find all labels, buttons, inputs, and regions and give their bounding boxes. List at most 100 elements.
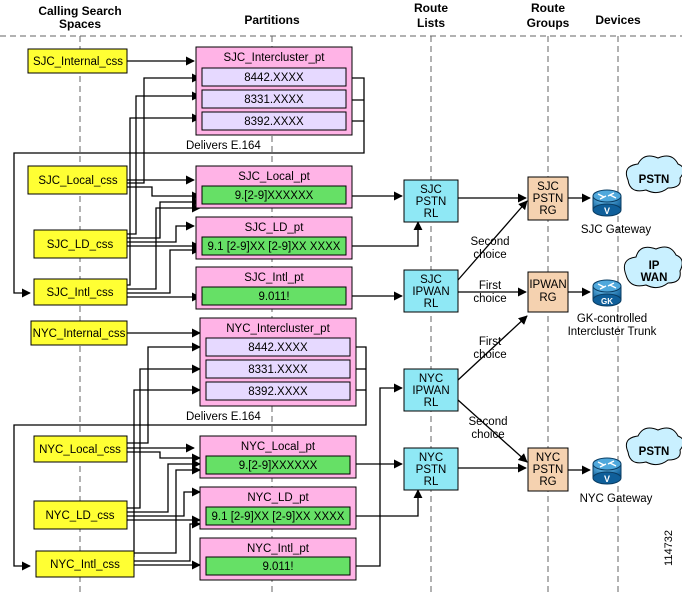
css-labels: SJC_Internal_css SJC_Local_css SJC_LD_cs…: [33, 56, 126, 571]
rg-sjc-2: PSTN: [533, 193, 564, 205]
header-css-line1: Calling Search: [38, 4, 121, 18]
pattern-text-nyc-ld: 9.1 [2-9]XX [2-9]XX XXXX: [212, 511, 345, 523]
cloud-label-sjc-pstn: PSTN: [639, 174, 670, 186]
choice-sjc-first-2: choice: [473, 293, 506, 305]
pattern-nyc-intl: [205, 556, 351, 576]
css-sjc-intl: SJC_Intl_css: [46, 287, 113, 299]
rl-sjc-ipwan-1: SJC: [420, 274, 442, 286]
route-list-nyc-pstn: [403, 447, 459, 491]
pattern-sjc-8392: [201, 111, 347, 131]
header-route-lists-line1: Route: [414, 1, 448, 15]
css-box-sjc-ld: [33, 229, 128, 259]
partition-labels: SJC_Intercluster_pt 8442.XXXX 8331.XXXX …: [208, 52, 345, 573]
pattern-text-nyc-intl: 9.011!: [262, 561, 293, 573]
rg-nyc-1: NYC: [536, 452, 560, 464]
note-delivers-sjc: Delivers E.164: [186, 140, 261, 152]
device-label-gk-2: Intercluster Trunk: [568, 326, 657, 338]
pattern-text-nyc-local: 9.[2-9]XXXXXX: [239, 460, 318, 472]
rl-sjc-pstn-2: PSTN: [416, 196, 447, 208]
sjc-pstn-cloud: [625, 155, 682, 194]
partition-title-nyc-intercluster: NYC_Intercluster_pt: [226, 323, 330, 335]
rl-sjc-pstn-1: SJC: [420, 184, 442, 196]
header-devices: Devices: [595, 13, 641, 27]
route-list-sjc-pstn: [403, 179, 459, 223]
css-box-nyc-local: [33, 435, 128, 463]
choice-nyc-first-1: First: [479, 336, 502, 348]
pattern-text-nyc-8392: 8392.XXXX: [248, 386, 308, 398]
pattern-nyc-8392: [205, 381, 351, 401]
connectors: [13, 56, 591, 571]
route-group-sjc-pstn: [527, 176, 569, 221]
pattern-text-sjc-8392: 8392.XXXX: [244, 116, 304, 128]
pattern-text-sjc-8331: 8331.XXXX: [244, 94, 304, 106]
rl-nyc-pstn-2: PSTN: [416, 464, 447, 476]
css-nyc-internal: NYC_Internal_css: [33, 328, 126, 340]
css-box-sjc-intl: [33, 278, 128, 306]
ipwan-cloud: [623, 246, 682, 289]
partition-title-sjc-intercluster: SJC_Intercluster_pt: [224, 52, 326, 64]
css-sjc-internal: SJC_Internal_css: [33, 56, 123, 68]
css-box-nyc-intl: [35, 550, 135, 578]
partition-title-nyc-ld: NYC_LD_pt: [247, 492, 309, 504]
pattern-sjc-intl: [201, 286, 347, 306]
partition-title-nyc-intl: NYC_Intl_pt: [247, 543, 310, 555]
nyc-gateway-badge: V: [604, 474, 610, 484]
device-label-gk-1: GK-controlled: [577, 313, 647, 325]
pattern-text-sjc-ld: 9.1 [2-9]XX [2-9]XX XXXX: [208, 241, 341, 253]
partition-title-nyc-local: NYC_Local_pt: [241, 441, 316, 453]
css-box-sjc-local: [27, 165, 128, 195]
rl-nyc-pstn-3: RL: [424, 476, 439, 488]
rl-sjc-ipwan-3: RL: [424, 298, 439, 310]
css-nyc-intl: NYC_Intl_css: [50, 559, 120, 571]
rl-nyc-ipwan-3: RL: [424, 397, 439, 409]
css-box-nyc-internal: [30, 320, 128, 346]
route-group-labels: SJC PSTN RG IPWAN RG NYC PSTN RG: [529, 181, 566, 488]
header-route-lists-line2: Lists: [417, 16, 445, 30]
rl-nyc-pstn-1: NYC: [419, 452, 443, 464]
choice-sjc-second-1: Second: [470, 236, 509, 248]
choice-nyc-second-2: choice: [471, 429, 504, 441]
pattern-nyc-ld: [205, 506, 351, 526]
rg-nyc-2: PSTN: [533, 464, 564, 476]
header-css-line2: Spaces: [59, 17, 101, 31]
rl-sjc-ipwan-2: IPWAN: [412, 286, 449, 298]
sjc-gateway-router-icon: [592, 189, 622, 217]
pattern-text-sjc-8442: 8442.XXXX: [244, 72, 304, 84]
css-sjc-ld: SJC_LD_css: [47, 239, 114, 251]
route-groups: [527, 176, 569, 492]
rg-ipwan-2: RG: [539, 292, 556, 304]
rl-sjc-pstn-3: RL: [424, 208, 439, 220]
calling-search-spaces: [27, 48, 135, 578]
pattern-nyc-8442: [205, 337, 351, 357]
rg-ipwan-1: IPWAN: [529, 279, 566, 291]
header-route-groups-line1: Route: [531, 1, 565, 15]
header-route-groups-line2: Groups: [527, 16, 570, 30]
partition-title-sjc-ld: SJC_LD_pt: [245, 222, 305, 234]
css-box-nyc-ld: [33, 500, 128, 530]
header-partitions: Partitions: [244, 13, 300, 27]
pattern-sjc-8331: [201, 89, 347, 109]
device-label-nyc-gateway: NYC Gateway: [580, 493, 653, 505]
gk-badge: GK: [601, 297, 613, 306]
rg-nyc-3: RG: [539, 476, 556, 488]
device-label-sjc-gateway: SJC Gateway: [581, 224, 652, 236]
partition-title-sjc-intl: SJC_Intl_pt: [244, 272, 304, 284]
cloud-label-ipwan-1: IP: [649, 260, 660, 272]
css-nyc-local: NYC_Local_css: [39, 444, 121, 456]
route-group-ipwan: [527, 271, 569, 313]
rl-nyc-ipwan-2: IPWAN: [412, 385, 449, 397]
nyc-gateway-router-icon: [592, 457, 622, 485]
pattern-nyc-local: [205, 455, 351, 475]
route-list-labels: SJC PSTN RL SJC IPWAN RL NYC IPWAN RL NY…: [412, 184, 449, 488]
pattern-sjc-local: [201, 185, 347, 205]
choice-nyc-second-1: Second: [468, 416, 507, 428]
css-box-sjc-internal: [27, 48, 128, 74]
pattern-text-sjc-intl: 9.011!: [258, 291, 289, 303]
sjc-gateway-badge: V: [604, 206, 610, 216]
pattern-text-nyc-8442: 8442.XXXX: [248, 342, 308, 354]
choice-sjc-first-1: First: [479, 280, 502, 292]
gk-router-icon: [592, 279, 622, 307]
css-nyc-ld: NYC_LD_css: [45, 510, 114, 522]
